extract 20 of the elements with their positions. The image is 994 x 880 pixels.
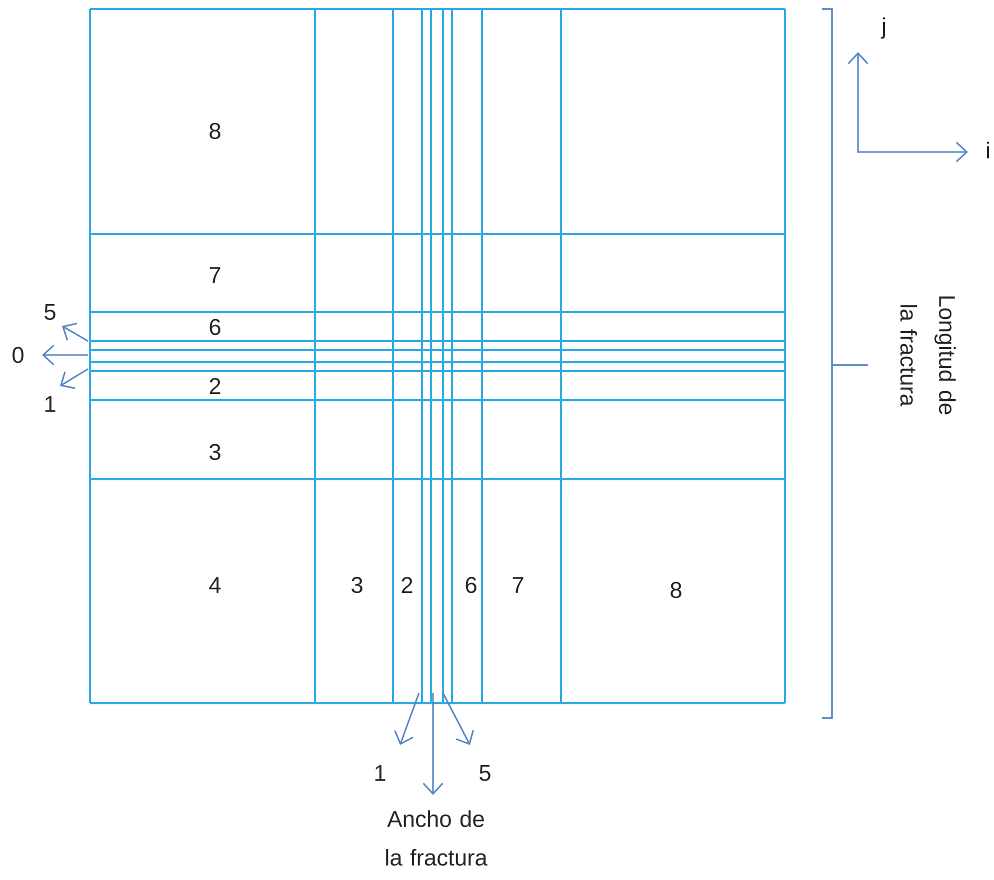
cell-number: 2: [402, 577, 412, 593]
cell-number: 6: [466, 576, 476, 594]
cell-number: 7: [210, 267, 220, 283]
arrow-label: 5: [44, 304, 56, 320]
cell-number: 6: [210, 318, 220, 336]
arrow-label: 1: [375, 765, 386, 781]
dimension-label: Longitud de la fractura: [900, 296, 956, 414]
cell-number: 4: [209, 577, 221, 593]
axis-label: i: [986, 142, 989, 158]
dimension-label: Ancho de la fractura: [386, 810, 488, 866]
axis-label: j: [880, 17, 885, 39]
cell-number: 8: [210, 122, 220, 140]
cell-number: 2: [210, 378, 220, 394]
cell-number: 8: [670, 582, 682, 598]
cell-number: 7: [512, 577, 524, 593]
cell-number: 3: [352, 576, 362, 594]
arrow-label: 0: [12, 346, 24, 364]
arrow-label: 1: [45, 396, 56, 412]
arrow-label: 5: [480, 765, 490, 781]
cell-number: 3: [210, 444, 220, 460]
